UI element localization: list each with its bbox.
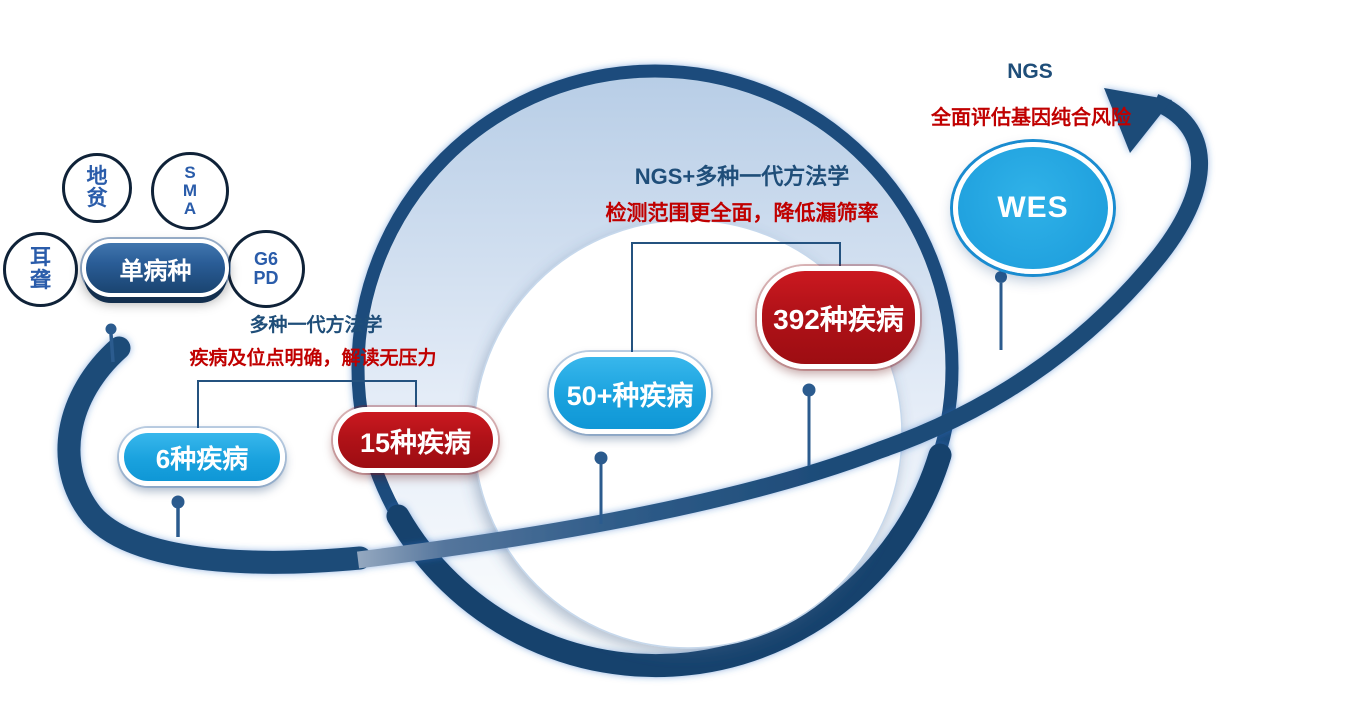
- pins: [105, 271, 1007, 537]
- pill-15-diseases: 15种疾病: [333, 407, 498, 473]
- center-benefit-label: 检测范围更全面，降低漏筛率: [605, 202, 879, 225]
- satellite-label-line: 聋: [30, 268, 51, 292]
- pill-392-diseases: 392种疾病: [757, 266, 920, 369]
- satellite-label-line: M: [182, 181, 198, 201]
- pin-icon-pill6: [171, 495, 185, 537]
- satellite-deafness: 耳 聋: [3, 232, 78, 307]
- satellite-thalassemia: 地 贫: [62, 153, 132, 223]
- bracket-center: [631, 242, 841, 355]
- arrowhead-icon: [1104, 88, 1172, 153]
- pin-icon-pill50: [594, 451, 608, 524]
- pin-icon-hub: [105, 323, 117, 363]
- satellite-g6pd: G6 PD: [227, 230, 305, 308]
- bracket-left: [197, 380, 417, 428]
- wes-node: WES: [953, 142, 1113, 274]
- pin-icon-pill392: [802, 383, 816, 466]
- satellite-label-line: 贫: [86, 187, 108, 210]
- right-benefit-label: 全面评估基因纯合风险: [931, 107, 1131, 129]
- center-method-label: NGS+多种一代方法学: [634, 164, 850, 189]
- orbit-rim-arc: [386, 443, 952, 678]
- pill-6-diseases: 6种疾病: [119, 428, 285, 486]
- left-method-label: 多种一代方法学: [249, 315, 383, 336]
- left-benefit-label: 疾病及位点明确，解读无压力: [189, 348, 437, 369]
- orbit-swoosh-tail: [57, 336, 372, 574]
- satellite-label-line: PD: [253, 268, 279, 288]
- satellite-label-line: 耳: [30, 246, 51, 270]
- satellite-label-line: A: [183, 198, 197, 218]
- satellite-label-line: S: [184, 163, 196, 183]
- satellite-label-line: G6: [253, 249, 278, 270]
- orbit-swoosh: [57, 88, 1209, 574]
- orbit-swoosh-arc: [356, 94, 1209, 569]
- pill-50plus-diseases: 50+种疾病: [549, 352, 711, 434]
- right-method-label: NGS: [1007, 60, 1053, 83]
- pin-icon-wes: [995, 271, 1007, 350]
- hub-pill-single-disease: 单病种: [82, 239, 229, 297]
- satellite-label-line: 地: [86, 164, 108, 188]
- satellite-sma: S M A: [151, 152, 229, 230]
